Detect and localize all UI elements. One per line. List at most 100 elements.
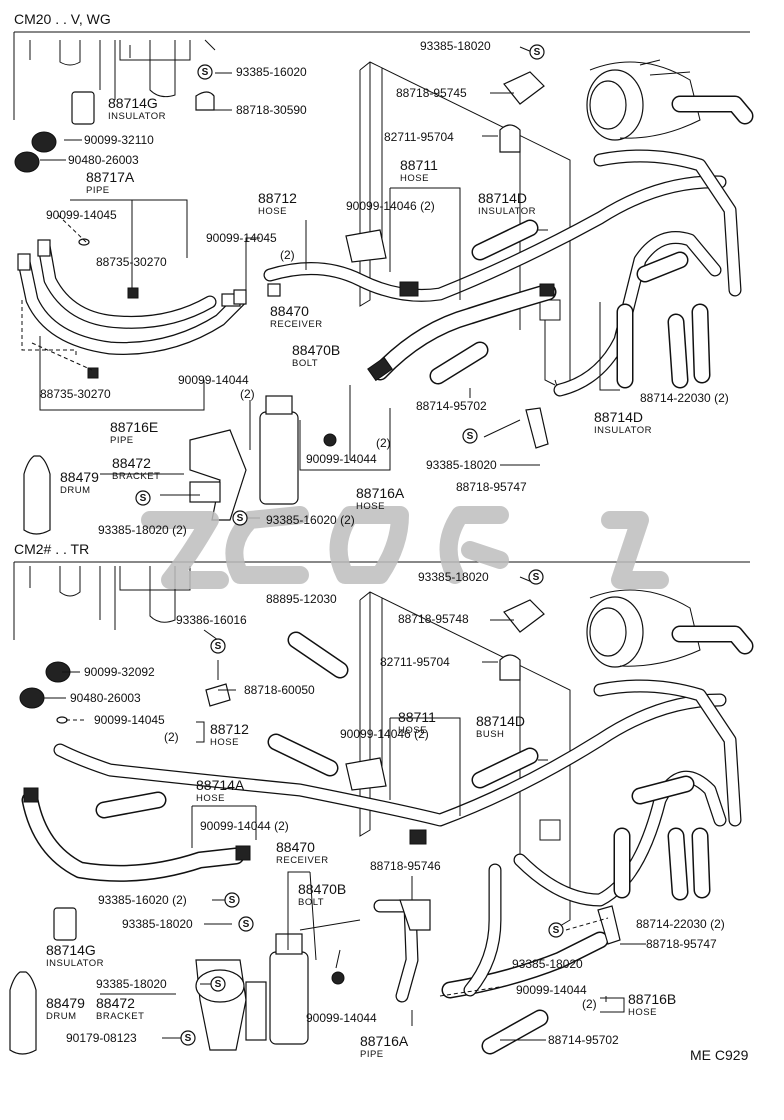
part-label-s1-88711: 88711 xyxy=(400,157,438,173)
part-sublabel-s1-88714G: INSULATOR xyxy=(108,111,166,122)
s-marker-circle-7 xyxy=(224,892,240,908)
part-label-s2-88716B: 88716B xyxy=(628,991,676,1007)
s-marker-circle-10 xyxy=(210,976,226,992)
s-marker-text-9: S xyxy=(553,925,560,936)
part-sublabel-s2-88479: DRUM xyxy=(46,1011,77,1022)
part-label-s1-88735-30270: 88735-30270 xyxy=(96,255,167,269)
hose-88716A-1 xyxy=(371,283,557,381)
s-marker-text-0: S xyxy=(534,47,541,58)
part-sublabel-s2-88470: RECEIVER xyxy=(276,855,329,866)
part-label-s1-93385-18020-b: 93385-18020 xyxy=(426,458,497,472)
part-label-s2-2-b: (2) xyxy=(582,997,597,1011)
part-label-s1-88470: 88470 xyxy=(270,303,309,319)
part-label-s2-90099-14044-2: 90099-14044 (2) xyxy=(200,819,289,833)
part-sublabel-s1-88479: DRUM xyxy=(60,485,91,496)
part-label-s1-88479: 88479 xyxy=(60,469,99,485)
part-label-s1-90099-14045-b: 90099-14045 xyxy=(206,231,277,245)
part-sublabel-s1-88711: HOSE xyxy=(400,173,429,184)
pipe-88717A xyxy=(17,239,247,355)
part-sublabel-s1-88470B: BOLT xyxy=(292,358,318,369)
part-label-s2-90099-32092: 90099-32092 xyxy=(84,665,155,679)
fittings-1 xyxy=(17,239,555,382)
part-label-s1-93385-18020: 93385-18020 xyxy=(420,39,491,53)
drum-88479-1 xyxy=(23,455,51,535)
part-label-s2-88714-22030: 88714-22030 (2) xyxy=(636,917,725,931)
part-label-s1-2-a: (2) xyxy=(280,248,295,262)
part-label-s2-93385-18020-b: 93385-18020 xyxy=(122,917,193,931)
part-sublabel-s2-88714A: HOSE xyxy=(196,793,225,804)
part-label-s2-88714G: 88714G xyxy=(46,942,96,958)
part-label-s1-90099-14044-b: 90099-14044 xyxy=(306,452,377,466)
part-label-s2-88712: 88712 xyxy=(210,721,249,737)
small-parts-1 xyxy=(14,71,549,449)
part-label-s2-90099-14044-b: 90099-14044 xyxy=(306,1011,377,1025)
part-label-s2-90099-14045: 90099-14045 xyxy=(94,713,165,727)
part-label-s1-90099-14044: 90099-14044 xyxy=(178,373,249,387)
part-label-s1-90099-32110: 90099-32110 xyxy=(84,133,154,147)
part-sublabel-s2-88714D: BUSH xyxy=(476,729,504,740)
part-label-s2-93385-18020: 93385-18020 xyxy=(418,570,489,584)
part-label-s1-88717A: 88717A xyxy=(86,169,135,185)
s-marker-text-1: S xyxy=(202,67,209,78)
s-marker-circle-11 xyxy=(180,1030,196,1046)
part-label-s1-88470B: 88470B xyxy=(292,342,340,358)
bracket-88472-1 xyxy=(189,429,247,521)
section-1-header: CM20 . . V, WG xyxy=(14,11,111,27)
insulators-2 xyxy=(95,625,754,1055)
section-2-header: CM2# . . TR xyxy=(14,541,89,557)
part-label-s1-90480-26003: 90480-26003 xyxy=(68,153,139,167)
vehicle-body-outline-2 xyxy=(13,562,191,640)
part-label-s2-88718-95746: 88718-95746 xyxy=(370,859,441,873)
part-label-s2-88479: 88479 xyxy=(46,995,85,1011)
part-label-s1-2-c: (2) xyxy=(376,436,391,450)
part-sublabel-s1-88712: HOSE xyxy=(258,206,287,217)
part-sublabel-s1-88716E: PIPE xyxy=(110,435,134,446)
s-marker-circle-0 xyxy=(529,44,545,60)
s-marker-circle-1 xyxy=(197,64,213,80)
part-label-s1-88716A: 88716A xyxy=(356,485,405,501)
part-sublabel-s1-88716A: HOSE xyxy=(356,501,385,512)
s-marker-text-7: S xyxy=(229,895,236,906)
part-label-s1-88716E: 88716E xyxy=(110,419,158,435)
footer-code: ME C929 xyxy=(690,1047,749,1063)
part-label-s1-88714D-bot: 88714D xyxy=(594,409,643,425)
s-marker-circle-4 xyxy=(232,510,248,526)
part-label-s2-88711: 88711 xyxy=(398,709,436,725)
s-marker-circle-2 xyxy=(462,428,478,444)
part-label-s2-88718-60050: 88718-60050 xyxy=(244,683,315,697)
part-label-s2-88714-95702: 88714-95702 xyxy=(548,1033,619,1047)
s-marker-text-10: S xyxy=(215,979,222,990)
s-marker-circle-8 xyxy=(238,916,254,932)
part-label-s2-90480-26003: 90480-26003 xyxy=(70,691,141,705)
s-marker-text-5: S xyxy=(533,572,540,583)
part-label-s2-88470B: 88470B xyxy=(298,881,346,897)
small-parts-2 xyxy=(19,599,621,945)
part-label-s2-90099-14046-2: 90099-14046 (2) xyxy=(340,727,429,741)
s-marker-text-11: S xyxy=(185,1033,192,1044)
part-label-s1-2-b: (2) xyxy=(240,387,255,401)
part-label-s2-88716A: 88716A xyxy=(360,1033,409,1049)
s-marker-text-8: S xyxy=(243,919,250,930)
part-label-s2-88714D: 88714D xyxy=(476,713,525,729)
part-label-s1-90099-14046-2: 90099-14046 (2) xyxy=(346,199,435,213)
condenser-2 xyxy=(359,591,571,927)
hose-88714A xyxy=(21,791,245,882)
part-label-s2-90099-14044: 90099-14044 xyxy=(516,983,587,997)
s-marker-circle-6 xyxy=(210,638,226,654)
part-label-s1-88712: 88712 xyxy=(258,190,297,206)
s-marker-text-6: S xyxy=(215,641,222,652)
part-label-s2-93385-18020-c: 93385-18020 xyxy=(512,957,583,971)
part-label-s1-93385-16020-2: 93385-16020 (2) xyxy=(266,513,355,527)
part-sublabel-s2-88716B: HOSE xyxy=(628,1007,657,1018)
part-labels: 93385-1802093385-1602088718-3059088718-9… xyxy=(40,39,729,1060)
part-sublabel-s2-88712: HOSE xyxy=(210,737,239,748)
part-label-s2-93385-16020-2: 93385-16020 (2) xyxy=(98,893,187,907)
part-label-s1-88714-95702: 88714-95702 xyxy=(416,399,487,413)
watermark-logo xyxy=(141,506,669,589)
part-sublabel-s2-88472: BRACKET xyxy=(96,1011,144,1022)
part-sublabel-s2-88714G: INSULATOR xyxy=(46,958,104,969)
s-marker-text-2: S xyxy=(467,431,474,442)
part-label-s1-93385-18020-2: 93385-18020 (2) xyxy=(98,523,187,537)
part-label-s1-88718-95745: 88718-95745 xyxy=(396,86,467,100)
